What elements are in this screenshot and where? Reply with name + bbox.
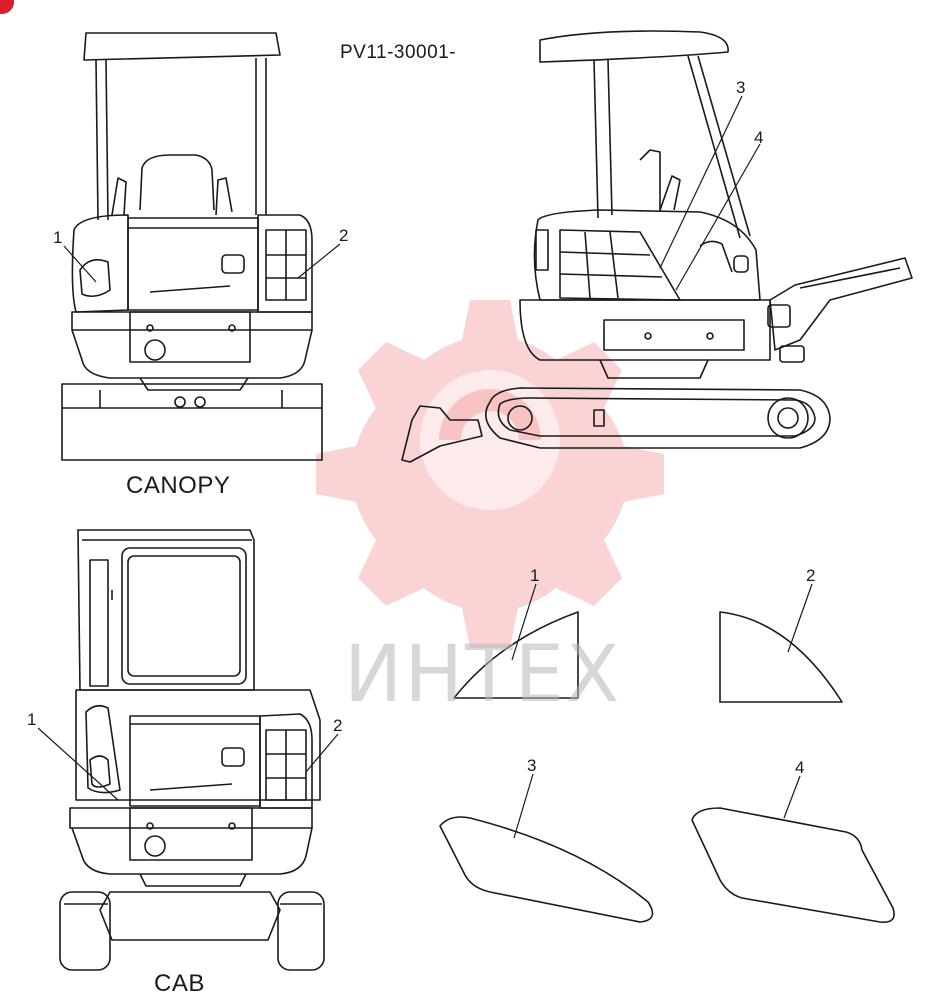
corner-badge-icon xyxy=(0,0,14,14)
serial-code: PV11-30001- xyxy=(340,42,457,63)
callout-2-decal: 2 xyxy=(806,566,816,585)
cab-rear-view xyxy=(59,529,325,971)
watermark-text: ИНТЕХ xyxy=(344,630,622,720)
decal-shape-2 xyxy=(719,611,843,703)
callout-3-decal: 3 xyxy=(527,756,537,775)
callout-2-cab: 2 xyxy=(333,716,343,735)
callout-1-cab: 1 xyxy=(27,710,37,729)
canopy-side-view xyxy=(401,30,913,463)
callout-3-side: 3 xyxy=(736,78,746,97)
canopy-rear-view xyxy=(61,32,323,461)
decal-shape-4 xyxy=(691,807,895,924)
callout-4-side: 4 xyxy=(754,128,764,147)
callout-4-decal: 4 xyxy=(795,758,805,777)
leader-lines xyxy=(37,95,813,839)
callout-1-canopy: 1 xyxy=(53,228,63,247)
canopy-caption: CANOPY xyxy=(126,472,231,499)
callout-2-canopy: 2 xyxy=(339,226,349,245)
callout-1-decal: 1 xyxy=(530,566,540,585)
decal-shape-3 xyxy=(439,816,654,923)
cab-caption: CAB xyxy=(154,970,205,997)
